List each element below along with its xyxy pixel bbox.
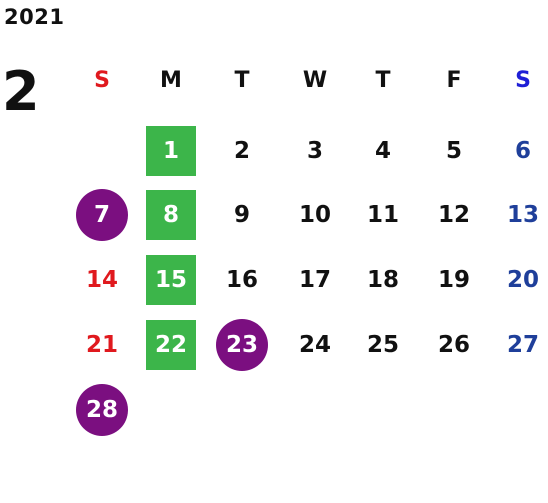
day-cell-22[interactable]: 22 <box>146 320 196 370</box>
day-cell-15[interactable]: 15 <box>146 255 196 305</box>
day-cell-23[interactable]: 23 <box>216 319 268 371</box>
day-cell-21[interactable]: 21 <box>85 331 118 358</box>
weekday-header-sun: S <box>94 68 110 93</box>
day-cell-11[interactable]: 11 <box>366 201 399 228</box>
day-cell-9[interactable]: 9 <box>233 201 250 228</box>
day-cell-3[interactable]: 3 <box>306 137 323 164</box>
day-cell-27[interactable]: 27 <box>506 331 539 358</box>
day-cell-19[interactable]: 19 <box>437 266 470 293</box>
weekday-header-sat: S <box>515 68 531 93</box>
day-cell-13[interactable]: 13 <box>506 201 539 228</box>
weekday-header-wed: W <box>302 68 328 93</box>
day-cell-7[interactable]: 7 <box>76 189 128 241</box>
month-number: 2 <box>2 60 40 123</box>
day-cell-6[interactable]: 6 <box>514 137 531 164</box>
weekday-header-mon: M <box>160 68 182 93</box>
day-cell-2[interactable]: 2 <box>233 137 250 164</box>
day-cell-25[interactable]: 25 <box>366 331 399 358</box>
day-cell-5[interactable]: 5 <box>445 137 462 164</box>
day-cell-16[interactable]: 16 <box>225 266 258 293</box>
weekday-header-tue: T <box>234 68 250 93</box>
day-cell-18[interactable]: 18 <box>366 266 399 293</box>
day-cell-1[interactable]: 1 <box>146 126 196 176</box>
day-cell-10[interactable]: 10 <box>298 201 331 228</box>
day-cell-24[interactable]: 24 <box>298 331 331 358</box>
weekday-header-thu: T <box>375 68 391 93</box>
day-cell-4[interactable]: 4 <box>374 137 391 164</box>
weekday-header-fri: F <box>446 68 462 93</box>
day-cell-28[interactable]: 28 <box>76 384 128 436</box>
day-cell-20[interactable]: 20 <box>506 266 539 293</box>
day-cell-14[interactable]: 14 <box>85 266 118 293</box>
day-cell-12[interactable]: 12 <box>437 201 470 228</box>
day-cell-17[interactable]: 17 <box>298 266 331 293</box>
day-cell-26[interactable]: 26 <box>437 331 470 358</box>
year-label: 2021 <box>4 5 65 29</box>
day-cell-8[interactable]: 8 <box>146 190 196 240</box>
